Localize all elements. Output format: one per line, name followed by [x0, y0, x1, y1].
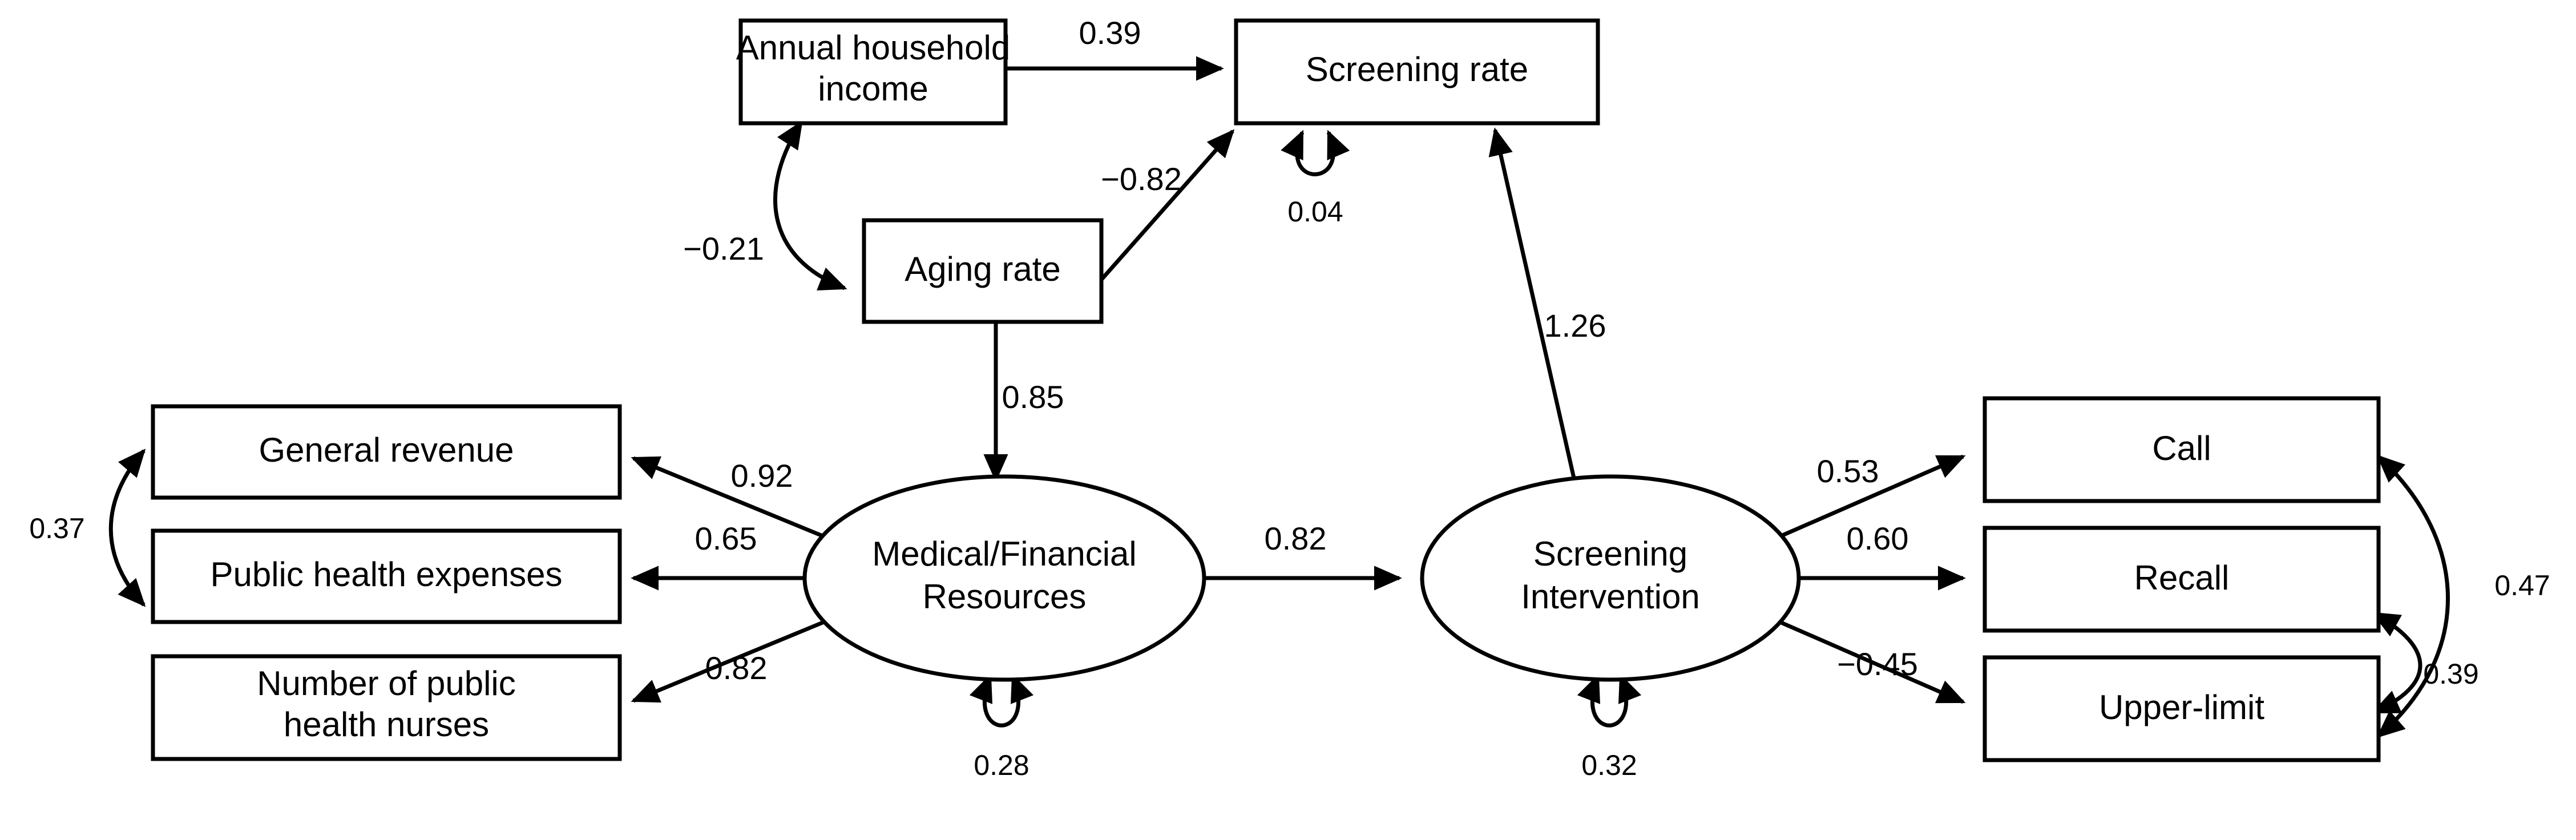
path-scrint-to-upper-limit: −0.45 — [1766, 614, 1966, 704]
node-number-of-public-health-nurses[interactable]: Number of public health nurses — [151, 654, 622, 761]
node-annual-household-income[interactable]: Annual household income — [736, 18, 1010, 126]
node-label-income-line2: income — [818, 70, 928, 108]
path-scrint-to-recall: 0.60 — [1796, 520, 1966, 591]
node-upper-limit[interactable]: Upper-limit — [1983, 655, 2381, 762]
residual-loop-medical-financial: 0.28 — [969, 673, 1034, 781]
residual-loop-screening-intervention: 0.32 — [1577, 673, 1642, 781]
path-label-medfin-nurses: 0.82 — [705, 650, 768, 686]
node-label-nurses-line2: health nurses — [284, 705, 489, 744]
node-aging-rate[interactable]: Aging rate — [862, 218, 1104, 324]
node-label-upper-limit: Upper-limit — [2099, 688, 2264, 726]
path-medfin-to-public-health-expenses: 0.65 — [631, 520, 809, 591]
node-general-revenue[interactable]: General revenue — [151, 404, 622, 500]
path-medfin-to-nurses: 0.82 — [631, 614, 839, 703]
path-medfin-to-screening-intervention: 0.82 — [1203, 520, 1402, 591]
path-label-aging-screening-rate: −0.82 — [1101, 161, 1182, 197]
node-label-public-health-expenses: Public health expenses — [210, 555, 562, 593]
node-screening-rate[interactable]: Screening rate — [1234, 18, 1600, 126]
node-label-nurses-line1: Number of public — [257, 664, 516, 702]
residual-loop-screening-rate: 0.04 — [1281, 130, 1350, 228]
path-label-medfin-scrint: 0.82 — [1265, 520, 1327, 556]
node-label-call: Call — [2152, 429, 2211, 467]
node-label-scrint-line2: Intervention — [1521, 578, 1700, 616]
covariance-label-aging-income: −0.21 — [683, 231, 764, 266]
path-label-income-screening-rate: 0.39 — [1079, 15, 1141, 51]
node-label-aging-rate: Aging rate — [905, 250, 1061, 288]
node-public-health-expenses[interactable]: Public health expenses — [151, 528, 622, 624]
path-label-scrint-upper: −0.45 — [1837, 646, 1918, 682]
residual-label-screening-rate: 0.04 — [1287, 196, 1343, 228]
covariance-label-call-upper: 0.47 — [2494, 570, 2550, 601]
covariance-label-recall-upper: 0.39 — [2423, 658, 2478, 690]
node-medical-financial-resources[interactable]: Medical/Financial Resources — [802, 474, 1206, 682]
node-recall[interactable]: Recall — [1983, 526, 2381, 633]
path-aging-to-screening-rate: −0.82 — [1100, 129, 1235, 281]
covariance-call-upper-limit: 0.47 — [2376, 454, 2550, 738]
node-label-scrint-line1: Screening — [1533, 535, 1687, 573]
covariance-label-genrev-phexp: 0.37 — [29, 512, 84, 544]
covariance-genrev-phexp: 0.37 — [29, 449, 146, 607]
path-medfin-to-general-revenue: 0.92 — [631, 456, 839, 544]
path-label-scrint-call: 0.53 — [1817, 453, 1879, 489]
path-label-scrint-screening-rate: 1.26 — [1544, 308, 1606, 344]
path-label-medfin-genrev: 0.92 — [731, 458, 793, 494]
node-label-medfin-line2: Resources — [923, 578, 1087, 616]
path-scrint-to-call: 0.53 — [1766, 453, 1966, 544]
covariance-recall-upper-limit: 0.39 — [2371, 611, 2479, 714]
node-label-recall: Recall — [2134, 559, 2230, 597]
node-call[interactable]: Call — [1983, 396, 2381, 503]
node-label-income-line1: Annual household — [736, 29, 1010, 67]
node-label-medfin-line1: Medical/Financial — [872, 535, 1137, 573]
path-aging-to-medical-financial: 0.85 — [983, 322, 1064, 482]
node-label-screening-rate: Screening rate — [1306, 50, 1528, 88]
residual-label-screening-intervention: 0.32 — [1581, 749, 1637, 781]
path-label-scrint-recall: 0.60 — [1847, 520, 1909, 556]
path-income-to-screening-rate: 0.39 — [1006, 15, 1224, 81]
node-screening-intervention[interactable]: Screening Intervention — [1420, 474, 1801, 682]
covariance-aging-income: −0.21 — [683, 120, 847, 290]
node-label-general-revenue: General revenue — [259, 431, 514, 469]
path-screening-intervention-to-screening-rate: 1.26 — [1488, 127, 1606, 534]
path-label-aging-medfin: 0.85 — [1002, 379, 1064, 415]
path-label-medfin-phexp: 0.65 — [695, 520, 757, 556]
residual-label-medical-financial: 0.28 — [974, 749, 1029, 781]
